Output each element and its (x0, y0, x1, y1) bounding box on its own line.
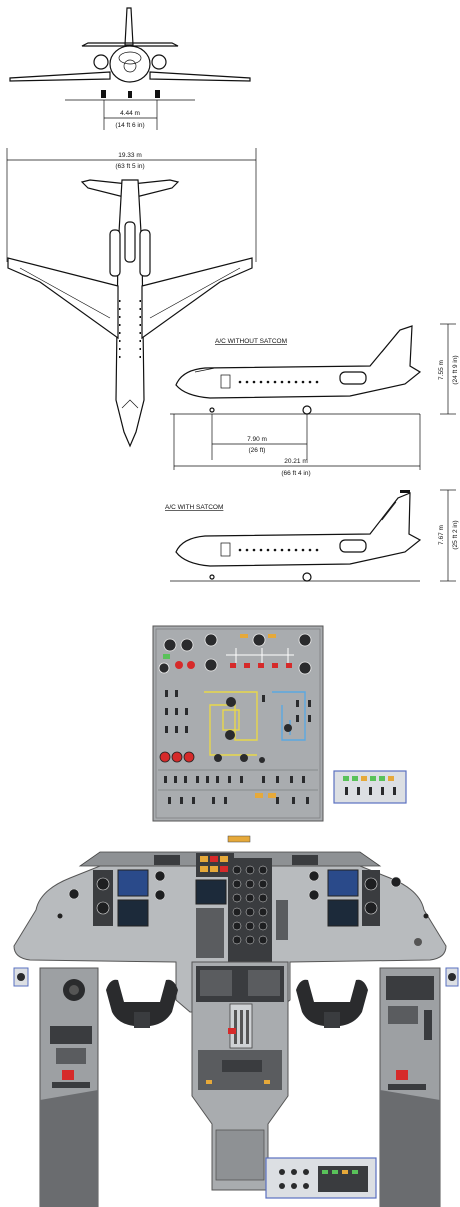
top-view: 19.33 m (63 ft 5 in) (6, 148, 257, 448)
side-windows-2 (238, 548, 319, 552)
overhead-panel (152, 625, 324, 822)
overhead-gauges (158, 633, 312, 675)
first-officer-displays (292, 855, 402, 927)
center-pedestal (191, 961, 289, 1191)
overhead-annunciators (163, 634, 292, 669)
track-imperial: (14 ft 6 in) (115, 122, 144, 129)
side-title-no-satcom: A/C WITHOUT SATCOM (215, 338, 287, 345)
bottom-aux-panel (265, 1157, 377, 1199)
main-instrument-panel (13, 835, 447, 1013)
height-value-2: 7.67 m (438, 525, 445, 545)
fire-handles (159, 751, 195, 763)
top-view-windows (119, 300, 141, 358)
small-aux-panel (333, 770, 407, 804)
length-value: 20.21 m (284, 458, 308, 465)
wheelbase-value: 7.90 m (247, 436, 267, 443)
height-imperial-1: (24 ft 9 in) (452, 355, 459, 384)
side-view-with-satcom: A/C WITH SATCOM 7.67 m (25 ft 2 in) (165, 489, 459, 582)
front-view: 4.44 m (14 ft 6 in) (9, 7, 251, 130)
side-windows-1 (238, 380, 319, 384)
center-stack (195, 853, 288, 962)
side-view-without-satcom: A/C WITHOUT SATCOM 7.55 m (24 ft 9 in) 7… (170, 323, 459, 477)
height-value-1: 7.55 m (438, 360, 445, 380)
wheelbase-imperial: (26 ft) (249, 447, 266, 454)
left-side-console (13, 967, 99, 1207)
captain-displays (68, 855, 180, 927)
track-value: 4.44 m (120, 110, 140, 117)
first-officer-yoke (296, 979, 368, 1028)
right-side-console (379, 967, 459, 1207)
captain-yoke (106, 979, 178, 1028)
wingspan-imperial: (63 ft 5 in) (115, 163, 144, 170)
length-imperial: (66 ft 4 in) (281, 470, 310, 477)
height-imperial-2: (25 ft 2 in) (452, 520, 459, 549)
overhead-switches (164, 690, 311, 804)
wingspan-value: 19.33 m (118, 152, 142, 159)
side-title-satcom: A/C WITH SATCOM (165, 504, 223, 511)
hydraulic-yellow-lines (204, 691, 258, 756)
overhead-knobs (214, 697, 292, 763)
